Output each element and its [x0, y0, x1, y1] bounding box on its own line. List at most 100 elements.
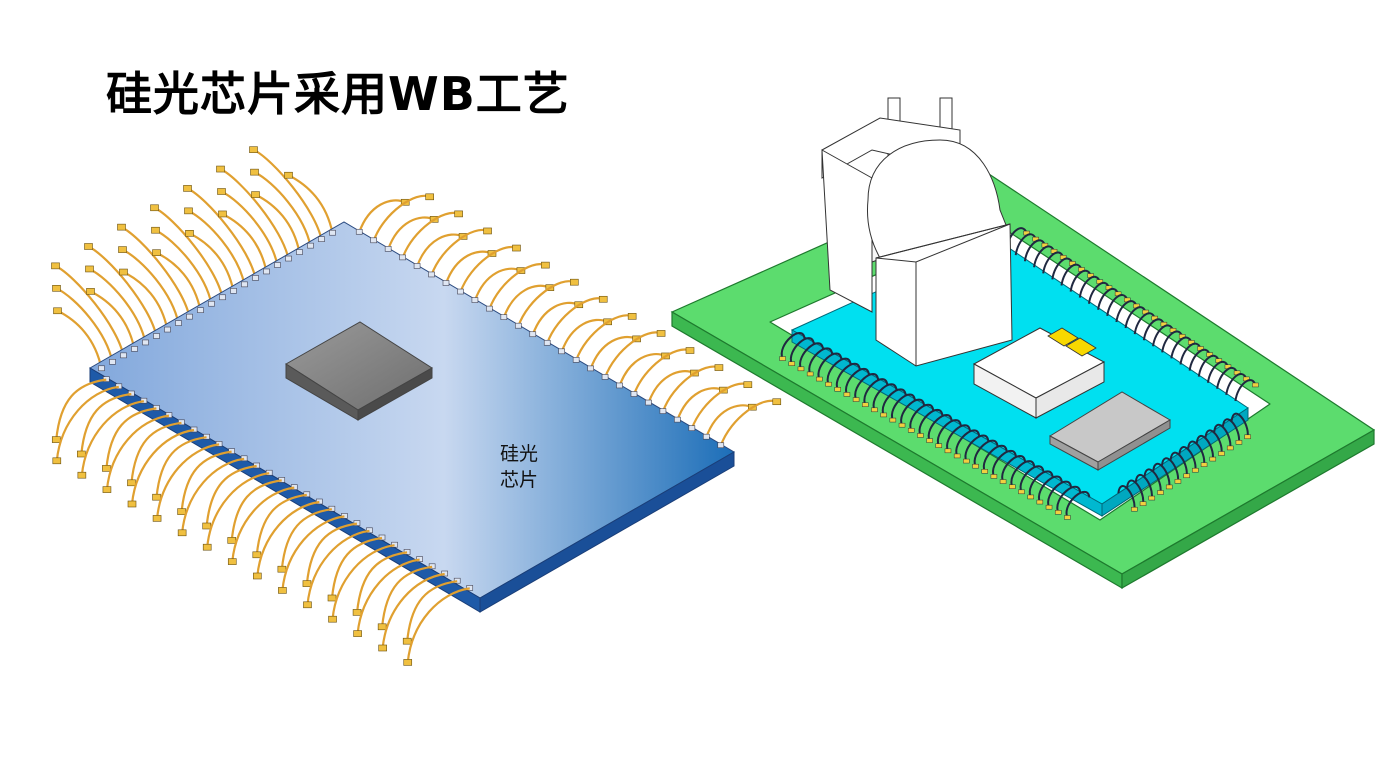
lead-pad [152, 515, 162, 522]
wires-front [51, 378, 470, 666]
wire-bonding-tool [821, 97, 1013, 367]
bond-wire [330, 536, 383, 599]
bond-wire [186, 187, 257, 279]
bond-wire [1106, 294, 1129, 317]
die [285, 321, 433, 421]
lead-pad [77, 450, 86, 458]
lead-pad [127, 479, 136, 487]
bond-wire [188, 209, 246, 286]
bond-wire [105, 414, 170, 490]
lead-pad [102, 465, 111, 472]
bond-wire [130, 428, 195, 505]
lead-pad [51, 436, 61, 443]
bond-pad [98, 365, 105, 372]
lead-pad [871, 407, 878, 413]
bond-wire [1206, 360, 1229, 383]
bond-wire [355, 551, 408, 613]
lead-pad [797, 366, 805, 372]
bond-pad [515, 322, 522, 329]
bond-pad [131, 346, 138, 352]
bond-pad [442, 280, 450, 286]
bond-wire [406, 587, 470, 663]
bond-wire [854, 373, 880, 400]
bond-pad [717, 442, 725, 449]
bond-wire [155, 436, 207, 498]
bond-pad [120, 352, 127, 359]
lead-pad [772, 398, 782, 406]
lead-pad [202, 522, 211, 530]
lead-pad [935, 443, 943, 448]
bond-pad [688, 425, 696, 431]
bond-wire [55, 385, 119, 461]
bond-wire [231, 486, 295, 562]
lead-pad [402, 637, 412, 645]
lead-pad [788, 361, 796, 366]
bond-wire [1197, 354, 1220, 377]
bond-wire [1126, 479, 1145, 504]
bond-wire [381, 565, 433, 627]
bond-wire [1179, 342, 1202, 365]
lead-pad [598, 295, 608, 303]
lead-pad [907, 428, 915, 433]
lead-pad [512, 244, 521, 252]
lead-pad [151, 226, 160, 234]
lead-pad [627, 313, 637, 320]
lead-pad [52, 457, 62, 465]
bond-wire [105, 407, 157, 469]
lead-pad [302, 580, 312, 587]
bond-wire [1142, 318, 1165, 341]
bond-wire [1213, 423, 1232, 449]
bond-pad [616, 382, 623, 389]
lead-pad [118, 246, 127, 253]
bond-wire [900, 398, 926, 426]
chip-label-line1: 硅光 [500, 443, 538, 465]
bond-pad [109, 359, 116, 365]
bond-wire [863, 378, 889, 406]
lead-pad [1139, 501, 1147, 506]
lead-pad [85, 265, 94, 273]
bond-pad [208, 300, 215, 307]
bond-pad [296, 249, 303, 255]
bond-wire [401, 211, 460, 259]
wires-back [51, 146, 782, 447]
bond-pad [263, 268, 270, 275]
bond-wire [918, 408, 944, 436]
bond-wire [219, 168, 290, 260]
bond-wire [153, 206, 224, 298]
lead-pad [1148, 495, 1156, 501]
bond-wire [826, 357, 852, 385]
lead-pad [327, 594, 337, 602]
bond-wire [180, 450, 232, 512]
bond-wire [473, 267, 522, 301]
left-figure: 硅光 芯片 [51, 146, 782, 666]
bond-wire [56, 287, 114, 363]
bond-wire [1134, 474, 1153, 499]
bond-wire [808, 347, 834, 375]
bond-wire [517, 280, 575, 327]
bond-wire [780, 332, 806, 359]
bond-wire [531, 301, 580, 336]
bond-pad [500, 314, 508, 320]
bond-wire [705, 404, 753, 438]
lead-pad [218, 210, 227, 218]
lead-pad [685, 347, 695, 354]
bond-wire [306, 529, 370, 605]
bond-wire [89, 267, 147, 344]
bond-wire [1117, 485, 1136, 510]
bond-wire [230, 479, 282, 541]
lead-pad [51, 262, 60, 270]
bond-wire [120, 226, 191, 318]
lead-pad [251, 191, 260, 198]
silicon-chip-side [479, 451, 735, 613]
bond-wire [1065, 490, 1091, 518]
lead-pad [1209, 456, 1217, 462]
lead-pad [1218, 451, 1225, 456]
bond-wire [459, 245, 517, 293]
lead-pad [216, 165, 225, 173]
lead-pad [953, 453, 961, 459]
lead-pad [779, 356, 786, 361]
lead-pad [152, 493, 161, 501]
bond-pad [630, 391, 638, 397]
lead-pad [999, 479, 1007, 484]
bond-wire [955, 429, 981, 457]
